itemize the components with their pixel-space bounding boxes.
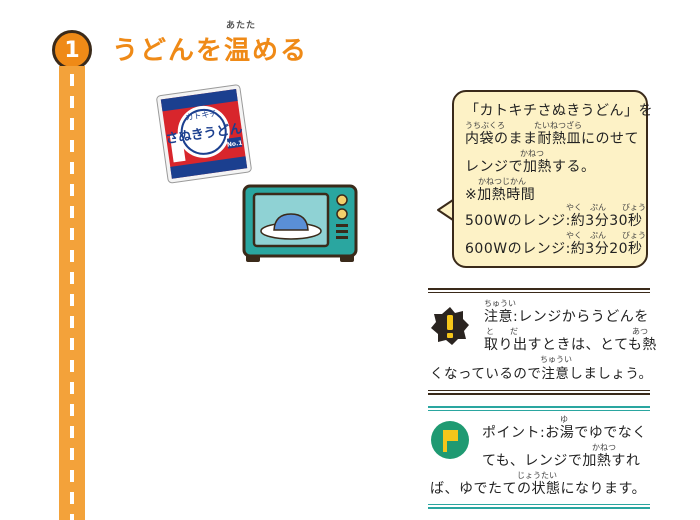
bubble-furigana-6: やく ぷん びょう [566, 231, 646, 240]
point-bottom-rule [428, 507, 650, 509]
step-timeline-dashes [70, 74, 74, 520]
point-line-2: ても、レンジで加熱すれ [482, 453, 641, 469]
bubble-furigana-2b: たいねつざら [534, 121, 582, 130]
point-furigana-3: じょうたい [517, 471, 557, 480]
point-furigana-1: ゆ [560, 415, 568, 424]
package-badge: No.1 [227, 140, 243, 149]
title-furigana: あたた [226, 21, 257, 31]
bubble-line-4: ※加熱時間 [465, 187, 536, 203]
caution-top-rule [428, 288, 650, 290]
instruction-bubble [452, 90, 648, 268]
bubble-line-6: 600Wのレンジ:約3分20秒 [465, 241, 643, 257]
caution-furigana-3: ちゅうい [540, 355, 572, 364]
caution-line-2: 取り出すときは、とても熱 [484, 337, 657, 353]
bubble-line-3: レンジで加熱する。 [465, 159, 596, 175]
bubble-tail-join [455, 200, 461, 222]
step-title: うどんを温める [112, 36, 309, 66]
caution-furigana-2a: と だ [486, 327, 518, 336]
bubble-line-1: 「カトキチさぬきうどん」を [465, 103, 653, 119]
point-top-rule [428, 406, 650, 408]
caution-line-1: 注意:レンジからうどんを [484, 309, 649, 325]
bubble-furigana-5: やく ぷん びょう [566, 203, 646, 212]
point-furigana-2: かねつ [592, 443, 616, 452]
package-brand: カトキチ [185, 109, 218, 122]
bubble-line-2: 内袋のまま耐熱皿にのせて [465, 131, 639, 147]
point-bottom-rule-thin [428, 504, 650, 505]
bubble-furigana-4: かねつじかん [478, 177, 526, 186]
caution-bottom-rule-thin [428, 390, 650, 391]
bubble-line-5: 500Wのレンジ:約3分30秒 [465, 213, 643, 229]
caution-bottom-rule [428, 393, 650, 395]
point-flag-icon [431, 421, 469, 459]
point-top-rule-thin [428, 410, 650, 411]
udon-package-illustration: さぬきうどん カトキチ No.1 [156, 84, 252, 184]
caution-furigana-2b: あつ [632, 327, 648, 336]
bubble-furigana-3: かねつ [520, 149, 544, 158]
step-number-badge: 1 [52, 30, 92, 70]
caution-exclamation-icon [431, 307, 469, 345]
caution-top-rule-thin [428, 292, 650, 293]
bubble-furigana-2a: うちぶくろ [465, 121, 505, 130]
caution-line-3: くなっているので注意しましょう。 [430, 366, 653, 382]
bubble-tail [437, 197, 457, 223]
point-line-1: ポイント:お湯でゆでなく [482, 425, 647, 441]
caution-furigana-1: ちゅうい [484, 299, 516, 308]
microwave-illustration [242, 184, 358, 262]
point-line-3: ば、ゆでたての状態になります。 [430, 481, 647, 497]
